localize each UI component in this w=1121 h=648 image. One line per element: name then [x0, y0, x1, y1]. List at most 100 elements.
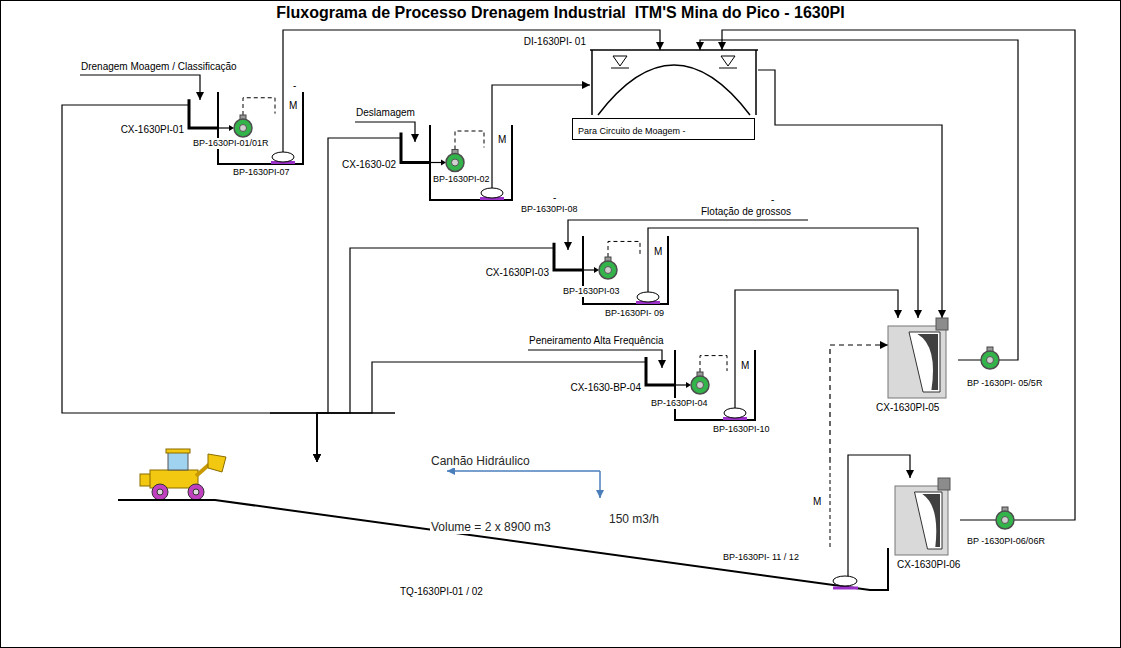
process-line: [722, 30, 1075, 520]
pump-tag: BP-1630PI-08: [520, 204, 579, 215]
submersible-pump: [272, 152, 294, 162]
centrifugal-pump: [691, 372, 709, 394]
process-line: [758, 70, 942, 318]
feed-line: [528, 350, 662, 368]
loader-hub: [157, 489, 163, 495]
pump-base: [833, 587, 858, 590]
sump-symbol: [188, 92, 303, 164]
box-cap: [936, 318, 948, 330]
pump-eye: [697, 382, 704, 389]
pump-eye: [452, 159, 459, 166]
sump-wall: [401, 133, 430, 163]
submersible-pump: [724, 408, 746, 418]
dash-mark: -: [292, 80, 297, 92]
control-line: [700, 356, 727, 372]
cannon-label: Canhão Hidráulico: [430, 454, 531, 468]
pump-tag: BP-1630PI-10: [712, 424, 771, 435]
cyclone-symbol: [895, 478, 960, 555]
settling-box: CX-1630PI-06: [895, 478, 960, 555]
pit-outline: [118, 500, 888, 590]
box-body: [895, 486, 948, 555]
equipment-tag: DI-1630PI- 01: [524, 36, 586, 48]
pump-shaft: [282, 92, 283, 152]
pump-tag: BP-1630PI-07: [232, 167, 291, 178]
sump-wall: [554, 243, 583, 270]
loader-hub: [193, 489, 199, 495]
riser-line: [847, 462, 848, 577]
tank-wall: [430, 125, 512, 200]
loader-bucket: [208, 454, 226, 472]
control-line: [830, 462, 831, 547]
loader-wheel: [152, 484, 168, 500]
pump-tag: BP-1630PI- 09: [604, 308, 665, 319]
process-line: [700, 40, 1018, 360]
box-body: [888, 326, 946, 398]
dash-mark: -: [770, 194, 775, 206]
wheel-loader: [140, 449, 226, 500]
pump-body: [981, 351, 999, 369]
pump-tag: BP -1630PI- 05/5R: [966, 378, 1043, 389]
centrifugal-pump: [981, 347, 999, 369]
pump-body: [446, 154, 464, 172]
loader-cabin: [168, 452, 188, 470]
process-line: [62, 105, 317, 462]
feed-line: [568, 220, 808, 250]
screen-symbol: [590, 50, 758, 115]
feed-label: Peneiramento Alta Frequência: [528, 335, 665, 347]
tank-wall: [218, 92, 303, 164]
control-line: [243, 98, 275, 115]
submersible-pump: [833, 576, 857, 586]
sump-symbol: [645, 350, 755, 420]
equipment-tag: CX-1630-02: [342, 159, 396, 171]
cannon-jet: [447, 470, 600, 472]
control-line: [455, 131, 484, 150]
sump-wall: [646, 357, 675, 385]
pump-tag: BP-1630PI-04: [650, 398, 709, 409]
box-chute: [917, 334, 938, 390]
equipment-tag: CX-1630PI-06: [897, 559, 960, 571]
tank-wall: [675, 350, 755, 420]
equipment-tag: CX-1630PI-03: [486, 267, 549, 279]
submersible-pump: [481, 188, 503, 198]
pump-tag: BP -1630PI-06/06R: [966, 536, 1046, 547]
loader-roof: [166, 449, 190, 453]
pump-sump: CX-1630-BP-04: [645, 350, 755, 420]
process-line: [317, 362, 645, 462]
centrifugal-pump: [599, 257, 617, 279]
motor-label: M: [812, 496, 822, 508]
box-chamber: [915, 492, 943, 549]
control-line: [608, 241, 640, 257]
cyclone-symbol: [888, 318, 958, 398]
motor-label: M: [740, 360, 750, 372]
feed-label: Deslamagem: [355, 107, 416, 119]
equipment-tag: CX-1630PI-01: [121, 124, 184, 136]
sump-symbol: [400, 125, 512, 200]
spray-nozzle: [719, 56, 737, 68]
pump-shaft: [647, 236, 648, 292]
pump-sump: CX-1630PI-01: [188, 92, 303, 164]
settling-box: CX-1630PI-05: [888, 318, 958, 398]
sieve-bend: DI-1630PI- 01: [590, 50, 758, 115]
motor-label: M: [653, 246, 663, 258]
loader-wheel: [188, 484, 204, 500]
box-chute: [922, 494, 940, 547]
screen-deck: [598, 65, 750, 115]
pump-eye: [605, 267, 612, 274]
pump-eye: [987, 357, 994, 364]
flow-rate: 150 m3/h: [608, 512, 660, 526]
volume-note: Volume = 2 x 8900 m3: [430, 520, 552, 534]
motor-label: M: [288, 100, 298, 112]
pump-eye: [1002, 517, 1009, 524]
pump-shaft: [734, 350, 735, 408]
spray-nozzle: [611, 56, 629, 68]
pump-eye: [240, 125, 247, 132]
sump-wall: [189, 99, 218, 128]
process-line: [648, 228, 918, 318]
equipment-tag: CX-1630-BP-04: [570, 382, 641, 394]
centrifugal-pump: [446, 150, 464, 172]
